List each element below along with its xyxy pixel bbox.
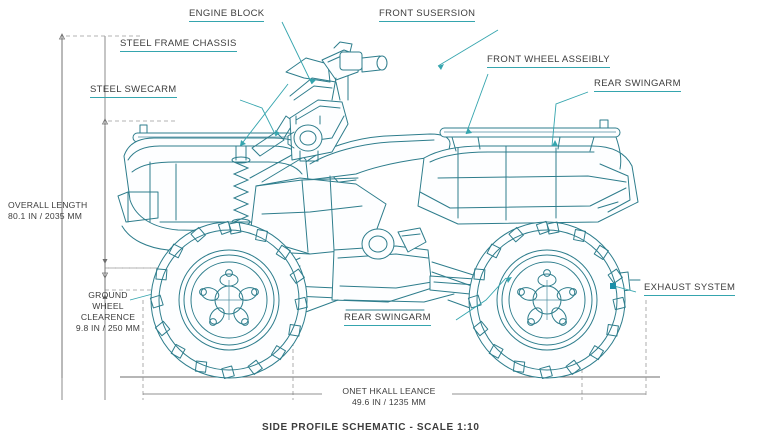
dimension-name: OVERALL LENGTH xyxy=(8,200,88,210)
callout-label: ENGINE BLOCK xyxy=(189,8,265,19)
dimension-wheelbase-geometry xyxy=(61,250,647,400)
callout-steel-frame-chassis[interactable]: STEEL FRAME CHASSIS xyxy=(120,38,237,52)
front-headlight-pod xyxy=(287,115,323,162)
dimension-value: 49.6 IN / 1235 MM xyxy=(351,397,427,407)
callout-rear-swingarm-bottom[interactable]: REAR SWINGARM xyxy=(344,312,431,326)
dimension-overall-length-geometry xyxy=(58,33,175,380)
callout-exhaust-system[interactable]: EXHAUST SYSTEM xyxy=(644,282,736,296)
front-fender-panel xyxy=(417,145,639,225)
handlebar-steering-assembly xyxy=(321,41,388,101)
callout-label: EXHAUST SYSTEM xyxy=(644,282,736,293)
callout-label: STEEL FRAME CHASSIS xyxy=(120,38,237,49)
schematic-caption: SIDE PROFILE SCHEMATIC - SCALE 1:10 xyxy=(262,422,480,433)
dimension-overall-length: OVERALL LENGTH 80.1 IN / 2035 MM xyxy=(8,200,87,222)
dimension-value: 9.8 IN / 250 MM xyxy=(75,323,141,333)
wheel-rear xyxy=(149,220,308,380)
leader-steel-frame-chassis xyxy=(239,83,289,147)
dimension-name-line3: CLEARENCE xyxy=(80,312,136,322)
engine-block-housing xyxy=(331,227,455,311)
dimension-name-line1: GROUND xyxy=(88,290,128,300)
callout-steel-swecarm[interactable]: STEEL SWECARM xyxy=(90,84,177,98)
callout-label: FRONT SUSERSION xyxy=(379,8,476,19)
callout-front-susersion[interactable]: FRONT SUSERSION xyxy=(379,8,476,22)
wheel-front xyxy=(467,220,626,380)
callout-label: REAR SWINGARM xyxy=(594,78,681,89)
mid-body-panel xyxy=(249,175,387,255)
callout-rear-swingarm-top[interactable]: REAR SWINGARM xyxy=(594,78,681,92)
callout-leader-lines xyxy=(239,21,637,321)
dimension-name-line2: WHEEL xyxy=(92,301,124,311)
dimension-name: ONET HKALL LEANCE xyxy=(342,386,436,396)
dimension-wheelbase: ONET HKALL LEANCE 49.6 IN / 1235 MM xyxy=(324,386,454,408)
callout-label: FRONT WHEEL ASSEIBLY xyxy=(487,54,610,65)
dimension-ground-clearance: GROUND WHEEL CLEARENCE 9.8 IN / 250 MM xyxy=(56,290,160,334)
callout-label: STEEL SWECARM xyxy=(90,84,177,95)
dimension-value: 80.1 IN / 2035 MM xyxy=(8,211,83,221)
callout-label: REAR SWINGARM xyxy=(344,312,431,323)
callout-front-wheel-asseibly[interactable]: FRONT WHEEL ASSEIBLY xyxy=(487,54,610,68)
callout-engine-block[interactable]: ENGINE BLOCK xyxy=(189,8,265,22)
front-cargo-rack xyxy=(439,119,622,170)
